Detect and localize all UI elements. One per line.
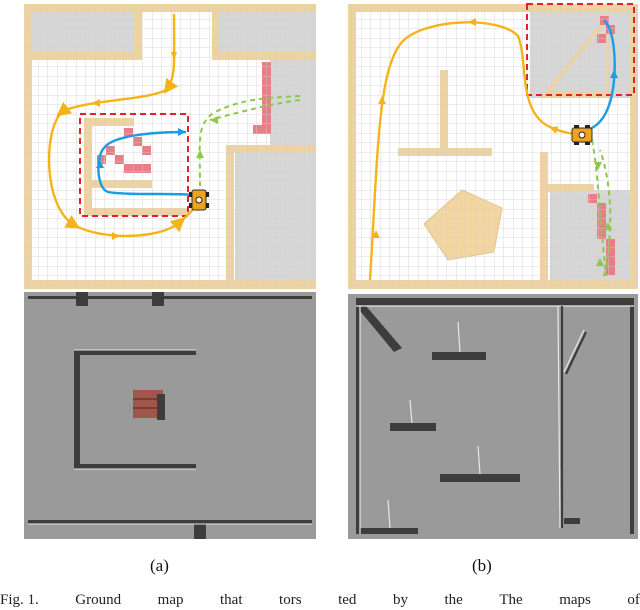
figure-caption: Fig. 1. Ground map that tors ted by the …: [0, 592, 640, 609]
caption-word: Fig. 1.: [0, 592, 39, 609]
caption-word: tors: [279, 592, 302, 609]
caption-word: map: [158, 592, 184, 609]
caption-word: The: [499, 592, 522, 609]
map-a: [24, 4, 316, 289]
sim-b: [348, 294, 638, 539]
caption-word: of: [627, 592, 640, 609]
sim-a: [24, 292, 316, 539]
caption-word: maps: [559, 592, 591, 609]
robot-car-icon: [572, 125, 592, 145]
subfigure-label-b: (b): [472, 556, 492, 576]
caption-word: by: [393, 592, 408, 609]
map-b: [348, 4, 638, 289]
robot-car-icon: [189, 190, 209, 210]
figure-graphics: [0, 0, 640, 560]
caption-word: ted: [338, 592, 356, 609]
brick-box: [133, 390, 165, 420]
caption-word: that: [220, 592, 243, 609]
caption-word: the: [444, 592, 462, 609]
subfigure-label-a: (a): [150, 556, 169, 576]
caption-word: Ground: [75, 592, 121, 609]
